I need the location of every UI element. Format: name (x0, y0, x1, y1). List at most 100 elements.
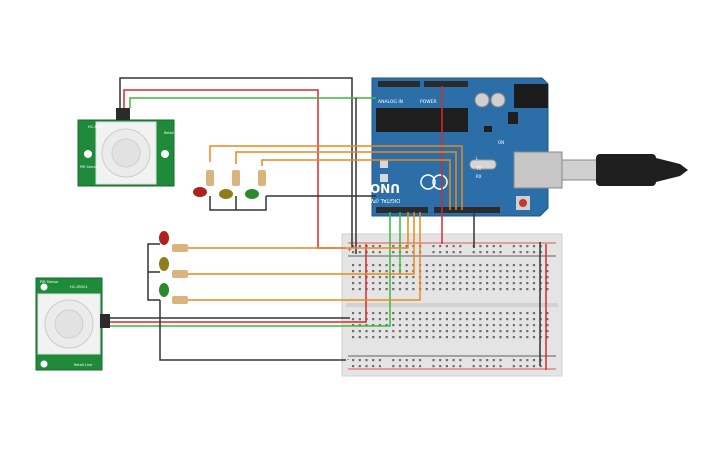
breadboard-hole (492, 245, 495, 248)
pir2-side: Retail Line (74, 363, 92, 367)
power-label: POWER (420, 99, 437, 105)
breadboard-hole (405, 330, 408, 333)
breadboard-hole (472, 336, 475, 339)
breadboard-hole (452, 251, 455, 254)
breadboard-hole (479, 312, 482, 315)
breadboard-hole (432, 288, 435, 291)
breadboard-hole (459, 365, 462, 368)
breadboard-hole (358, 318, 361, 321)
arduino-uno-board[interactable]: UNO DIGITAL (PWM~) ANALOG IN POWER TX RX… (358, 77, 563, 217)
breadboard-hole (492, 330, 495, 333)
breadboard-hole (445, 365, 448, 368)
breadboard-hole (519, 276, 522, 279)
breadboard-hole (445, 276, 448, 279)
breadboard-hole (459, 251, 462, 254)
led-yellow-left[interactable] (159, 257, 169, 271)
breadboard-hole (512, 336, 515, 339)
breadboard-hole (526, 270, 529, 273)
breadboard-hole (405, 282, 408, 285)
breadboard-hole (452, 365, 455, 368)
breadboard-hole (372, 251, 375, 254)
breadboard-hole (445, 324, 448, 327)
breadboard-hole (479, 318, 482, 321)
breadboard-hole (432, 270, 435, 273)
breadboard-hole (512, 264, 515, 267)
breadboard-hole (385, 318, 388, 321)
breadboard-hole (392, 324, 395, 327)
leds-left[interactable] (159, 231, 188, 304)
pir-sensor-1[interactable]: HC-SR501 PIR Sensor Retail Line (77, 108, 182, 187)
breadboard-hole (392, 270, 395, 273)
breadboard-hole (512, 245, 515, 248)
breadboard-hole (392, 365, 395, 368)
breadboard-hole (546, 324, 549, 327)
leds-top[interactable] (193, 187, 259, 199)
breadboard-hole (392, 288, 395, 291)
pir-sensor-2[interactable]: PIR Sensor HC-SR501 Retail Line (35, 277, 110, 371)
breadboard-hole (499, 276, 502, 279)
breadboard-hole (365, 330, 368, 333)
breadboard-hole (385, 312, 388, 315)
breadboard-hole (512, 318, 515, 321)
breadboard-hole (506, 288, 509, 291)
led-red-top[interactable] (193, 187, 207, 197)
breadboard-hole (506, 336, 509, 339)
breadboard[interactable]: + - (341, 233, 563, 377)
breadboard-hole (412, 359, 415, 362)
breadboard-hole (532, 251, 536, 254)
breadboard-hole (445, 359, 448, 362)
breadboard-hole (385, 324, 388, 327)
breadboard-hole (472, 288, 475, 291)
breadboard-hole (486, 318, 489, 321)
breadboard-hole (519, 288, 522, 291)
breadboard-hole (459, 270, 462, 273)
breadboard-hole (358, 270, 361, 273)
breadboard-hole (405, 324, 408, 327)
breadboard-hole (352, 270, 355, 273)
breadboard-hole (486, 245, 489, 248)
breadboard-hole (492, 251, 495, 254)
breadboard-hole (419, 324, 422, 327)
breadboard-hole (372, 270, 375, 273)
breadboard-hole (546, 330, 549, 333)
reset-button[interactable] (519, 199, 527, 207)
breadboard-hole (425, 276, 428, 279)
breadboard-hole (432, 359, 435, 362)
led-green-top[interactable] (245, 189, 259, 199)
breadboard-hole (352, 264, 355, 267)
breadboard-hole (479, 330, 482, 333)
led-red-left[interactable] (159, 231, 169, 245)
breadboard-hole (378, 336, 381, 339)
breadboard-hole (445, 270, 448, 273)
breadboard-hole (499, 282, 502, 285)
breadboard-hole (532, 330, 536, 333)
breadboard-hole (372, 359, 375, 362)
breadboard-hole (425, 336, 428, 339)
breadboard-hole (405, 312, 408, 315)
breadboard-hole (392, 359, 395, 362)
breadboard-hole (405, 264, 408, 267)
breadboard-hole (472, 282, 475, 285)
breadboard-hole (365, 324, 368, 327)
breadboard-hole (486, 288, 489, 291)
breadboard-hole (392, 336, 395, 339)
breadboard-hole (506, 324, 509, 327)
dc-jack-icon (514, 84, 548, 108)
breadboard-hole (512, 312, 515, 315)
breadboard-hole (486, 264, 489, 267)
breadboard-hole (405, 251, 408, 254)
breadboard-hole (532, 318, 536, 321)
breadboard-hole (472, 264, 475, 267)
breadboard-hole (519, 282, 522, 285)
breadboard-hole (452, 330, 455, 333)
breadboard-hole (546, 270, 549, 273)
breadboard-hole (546, 312, 549, 315)
led-yellow-top[interactable] (219, 189, 233, 199)
breadboard-hole (432, 336, 435, 339)
breadboard-hole (425, 318, 428, 321)
breadboard-hole (439, 359, 442, 362)
breadboard-hole (532, 276, 536, 279)
led-green-left[interactable] (159, 283, 169, 297)
breadboard-hole (352, 318, 355, 321)
